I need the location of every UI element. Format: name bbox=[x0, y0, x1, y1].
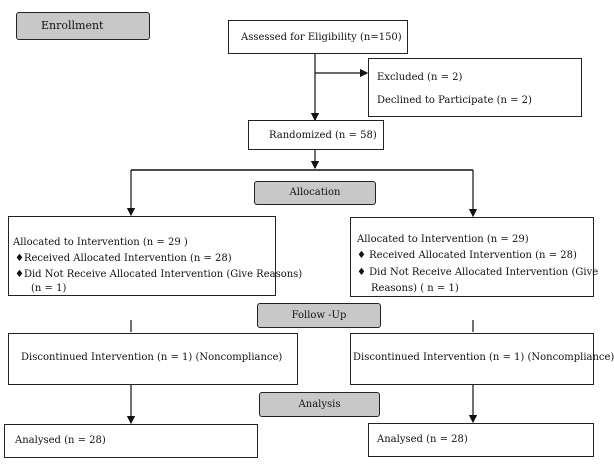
enrollment-label: Enrollment bbox=[16, 12, 150, 40]
left-discontinued-text: Discontinued Intervention (n = 1) (Nonco… bbox=[21, 352, 283, 363]
left-not-received-text: ♦Did Not Receive Allocated Intervention … bbox=[15, 269, 303, 280]
right-not-received-text: ♦ Did Not Receive Allocated Intervention… bbox=[357, 267, 599, 278]
follow-up-label: Follow -Up bbox=[257, 303, 381, 328]
assessed-box: Assessed for Eligibility (n=150) bbox=[228, 20, 408, 54]
right-discontinued-text: Discontinued Intervention (n = 1) (Nonco… bbox=[353, 352, 614, 363]
left-discontinued-box: Discontinued Intervention (n = 1) (Nonco… bbox=[8, 333, 298, 385]
randomized-box: Randomized (n = 58) bbox=[248, 120, 384, 150]
excluded-text: Excluded (n = 2) bbox=[377, 72, 463, 83]
left-analysed-box: Analysed (n = 28) bbox=[4, 424, 258, 458]
declined-text: Declined to Participate (n = 2) bbox=[377, 95, 532, 106]
left-received-text: ♦Received Allocated Intervention (n = 28… bbox=[15, 253, 232, 264]
excluded-box: Excluded (n = 2) Declined to Participate… bbox=[368, 58, 582, 117]
left-allocation-box: Allocated to Intervention (n = 29 ) ♦Rec… bbox=[8, 216, 302, 296]
analysis-label: Analysis bbox=[259, 392, 380, 417]
left-not-received-count: (n = 1) bbox=[31, 283, 67, 294]
assessed-text: Assessed for Eligibility (n=150) bbox=[241, 32, 402, 43]
right-analysed-box: Analysed (n = 28) bbox=[368, 423, 594, 457]
right-received-text: ♦ Received Allocated Intervention (n = 2… bbox=[357, 250, 577, 261]
right-analysed-text: Analysed (n = 28) bbox=[377, 434, 468, 445]
flow-connectors bbox=[126, 54, 478, 425]
right-allocated-text: Allocated to Intervention (n = 29) bbox=[357, 234, 529, 245]
right-discontinued-box: Discontinued Intervention (n = 1) (Nonco… bbox=[350, 333, 614, 385]
left-allocated-text: Allocated to Intervention (n = 29 ) bbox=[13, 237, 188, 248]
right-not-received-count: Reasons) ( n = 1) bbox=[371, 283, 459, 294]
right-allocation-box: Allocated to Intervention (n = 29) ♦ Rec… bbox=[350, 217, 598, 297]
randomized-text: Randomized (n = 58) bbox=[269, 130, 377, 141]
allocation-label: Allocation bbox=[254, 181, 376, 205]
left-analysed-text: Analysed (n = 28) bbox=[15, 435, 106, 446]
